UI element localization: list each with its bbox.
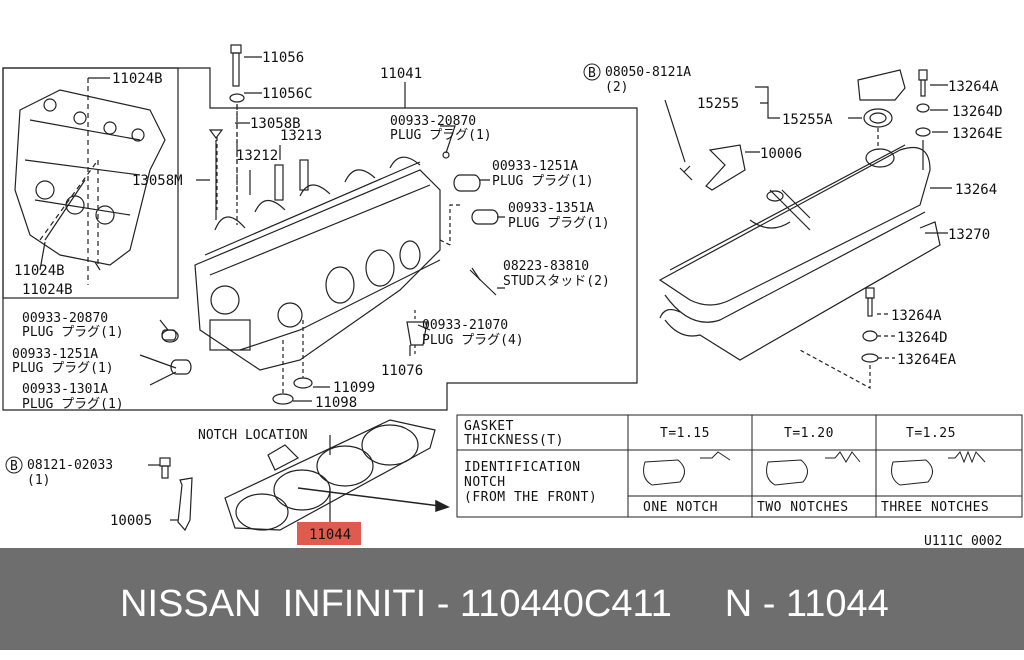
bolt-bot-b: B <box>10 459 18 474</box>
label-bolt-top-qty: (2) <box>605 80 628 95</box>
label-plug1-num: 00933-20870 <box>390 114 476 129</box>
label-stud-num: 08223-83810 <box>503 259 589 274</box>
table-n3: THREE NOTCHES <box>881 500 989 515</box>
label-11024b-b: 11024B <box>22 282 73 298</box>
label-13264d-bot: 13264D <box>897 330 948 346</box>
label-13212: 13212 <box>236 148 278 164</box>
diagram-code: U111C 0002 <box>924 534 1002 548</box>
label-10006: 10006 <box>760 146 802 162</box>
label-11056c: 11056C <box>262 86 313 102</box>
label-plug2-num: 00933-1251A <box>492 159 578 174</box>
plug-1251a-drawing <box>453 174 481 192</box>
label-lplug1-num: 00933-20870 <box>22 311 108 326</box>
label-bolt-bot-num: 08121-02033 <box>27 458 113 473</box>
label-10005: 10005 <box>110 513 152 529</box>
label-13270: 13270 <box>948 227 990 243</box>
valve-cover-drawing <box>658 144 941 361</box>
label-lplug1-txt: PLUG プラグ(1) <box>22 325 124 340</box>
label-13058b: 13058B <box>250 116 301 132</box>
cylinder-head-frame <box>2 67 638 411</box>
label-plug4-txt: PLUG プラグ(4) <box>422 333 524 348</box>
bolt-top-b-marker <box>583 63 601 81</box>
label-lplug3-txt: PLUG プラグ(1) <box>22 397 124 412</box>
parts-diagram: 11056 11056C 11041 11024B 13058B 13213 1… <box>2 44 1023 548</box>
table-head-1: GASKET <box>464 419 514 434</box>
table-id-1: IDENTIFICATION <box>464 460 581 475</box>
label-13058m: 13058M <box>132 173 183 189</box>
table-n1: ONE NOTCH <box>643 500 718 515</box>
label-lplug2-num: 00933-1251A <box>12 347 98 362</box>
gasket-table-grid <box>456 414 1023 518</box>
bracket-10006-drawing <box>705 144 746 191</box>
bolt-11056-drawing <box>229 44 245 200</box>
table-n2: TWO NOTCHES <box>757 500 849 515</box>
footer-text: NISSAN INFINITI - 110440C411 N - 11044 <box>120 583 889 625</box>
label-13264ea: 13264EA <box>897 352 957 368</box>
label-11098: 11098 <box>315 395 357 411</box>
label-15255: 15255 <box>697 96 739 112</box>
oil-cap-drawing <box>857 69 906 150</box>
label-bolt-top-num: 08050-8121A <box>605 65 691 80</box>
plug-1351a-drawing <box>471 209 499 225</box>
cylinder-head-drawing <box>194 104 441 371</box>
label-13213: 13213 <box>280 128 322 144</box>
stud-drawing <box>469 269 497 296</box>
footer-banner: NISSAN INFINITI - 110440C411 N - 11044 <box>0 548 1024 650</box>
table-head-2: THICKNESS(T) <box>464 433 564 448</box>
highlight-box <box>297 522 361 545</box>
bracket-10005-drawing <box>159 457 193 532</box>
label-13264a-top: 13264A <box>948 79 999 95</box>
head-gasket-drawing <box>224 419 436 531</box>
label-notch-location: NOTCH LOCATION <box>198 428 308 443</box>
label-stud-txt: STUDスタッド(2) <box>503 274 610 289</box>
label-plug1-txt: PLUG プラグ(1) <box>390 128 492 143</box>
table-id-2: NOTCH <box>464 475 506 490</box>
label-13264e-top: 13264E <box>952 126 1003 142</box>
label-11041: 11041 <box>380 66 422 82</box>
label-lplug3-num: 00933-1301A <box>22 382 108 397</box>
label-11044: 11044 <box>309 527 351 543</box>
label-11056: 11056 <box>262 50 304 66</box>
label-11024b-a: 11024B <box>14 263 65 279</box>
label-13264: 13264 <box>955 182 997 198</box>
label-plug3-txt: PLUG プラグ(1) <box>508 216 610 231</box>
bolt-bot-b-marker <box>5 456 23 474</box>
label-plug4-num: 00933-21070 <box>422 318 508 333</box>
table-t3: T=1.25 <box>906 426 956 441</box>
notch-arrow <box>297 487 450 513</box>
inset-frame <box>2 67 179 299</box>
label-15255a: 15255A <box>782 112 833 128</box>
label-lplug2-txt: PLUG プラグ(1) <box>12 361 114 376</box>
label-11076: 11076 <box>381 363 423 379</box>
label-plug3-num: 00933-1351A <box>508 201 594 216</box>
table-t1: T=1.15 <box>660 426 710 441</box>
label-11024b-top: 11024B <box>112 71 163 87</box>
table-id-3: (FROM THE FRONT) <box>464 490 597 505</box>
label-13264a-bot: 13264A <box>891 308 942 324</box>
label-plug2-txt: PLUG プラグ(1) <box>492 174 594 189</box>
label-bolt-bot-qty: (1) <box>27 473 50 488</box>
label-11099: 11099 <box>333 380 375 396</box>
inset-head-drawing <box>14 78 166 285</box>
label-13264d-top: 13264D <box>952 104 1003 120</box>
bolt-top-b: B <box>588 66 596 81</box>
table-t2: T=1.20 <box>784 426 834 441</box>
